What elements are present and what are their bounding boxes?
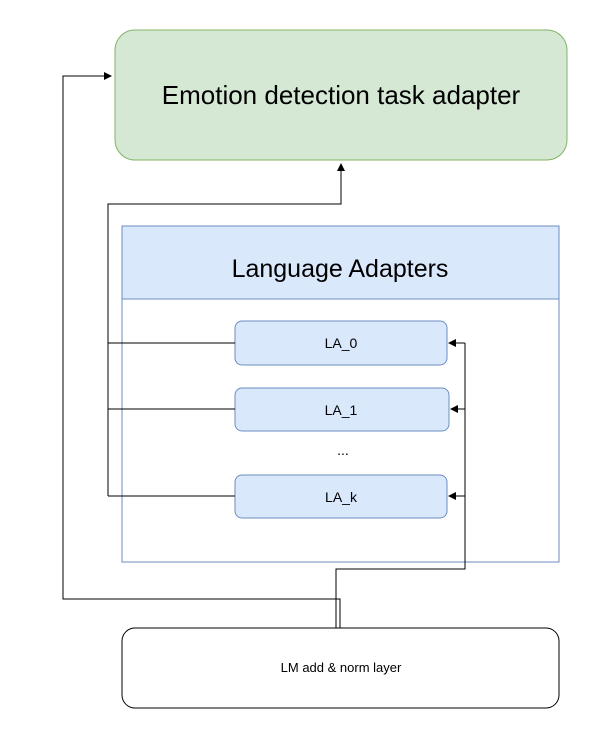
la-k-node[interactable]: LA_k (234, 474, 448, 519)
task-adapter-box (114, 29, 568, 161)
connector-adapters-to-task-adapter (107, 163, 345, 496)
la-0-node[interactable]: LA_0 (234, 320, 448, 366)
la-0-label: LA_0 (325, 335, 358, 351)
la-1-node[interactable]: LA_1 (234, 387, 450, 432)
connector-residual-skip (62, 72, 341, 628)
language-adapters-header (121, 225, 560, 300)
task-adapter-label: Emotion detection task adapter (162, 80, 521, 110)
task-adapter-node[interactable]: Emotion detection task adapter (114, 29, 568, 161)
language-adapters-title: Language Adapters (232, 255, 449, 283)
la-k-label: LA_k (325, 489, 358, 505)
la-ellipsis: ... (337, 442, 349, 458)
lm-layer-label: LM add & norm layer (281, 660, 402, 675)
lm-layer-node[interactable]: LM add & norm layer (121, 627, 560, 709)
la-1-label: LA_1 (325, 402, 358, 418)
